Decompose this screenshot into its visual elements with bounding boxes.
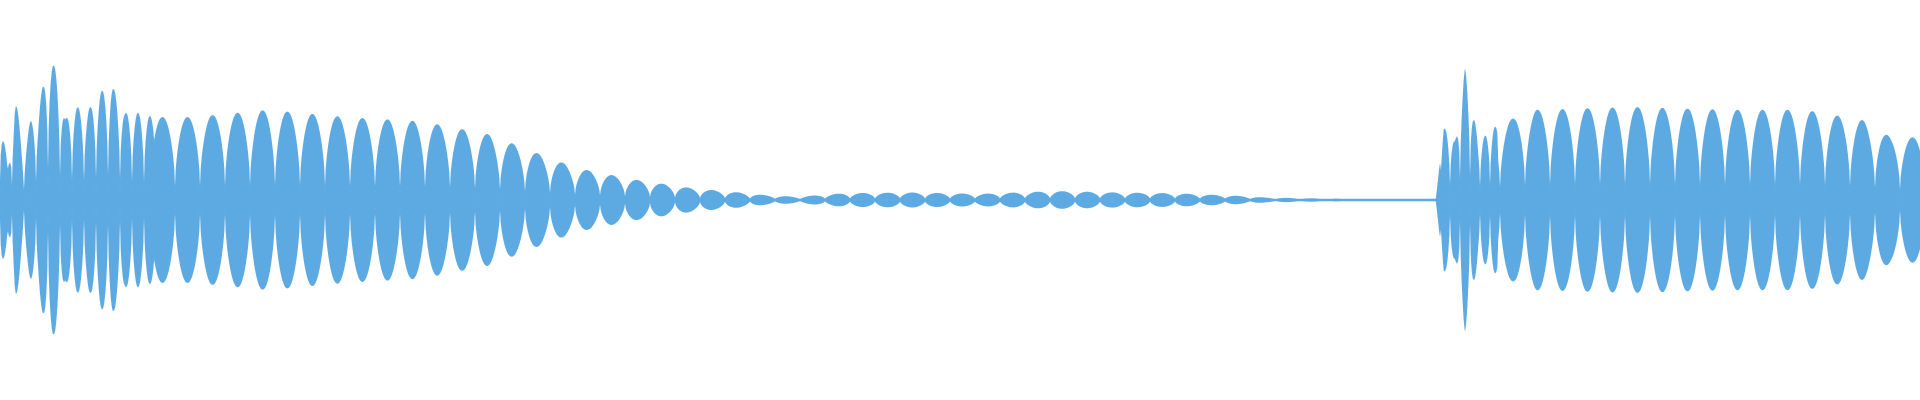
- waveform-trace: [0, 65, 1920, 335]
